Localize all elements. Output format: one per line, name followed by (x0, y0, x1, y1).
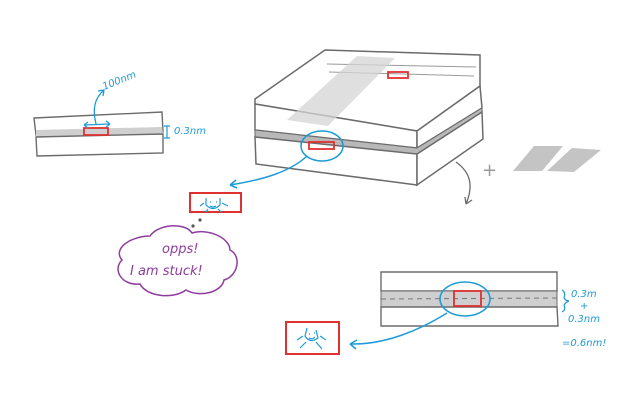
molecule-figure-icon (199, 198, 229, 213)
trapped-molecule-closeup-bottom (285, 321, 340, 355)
speech-line-2: I am stuck! (130, 264, 203, 279)
width-arrow (83, 120, 111, 129)
small-slab-side-view: 100nm 0.3nm (33, 69, 206, 157)
gap-a-label: 0.3m (571, 289, 597, 300)
arrow-down-right (455, 161, 473, 205)
gap-marker (164, 125, 170, 139)
zoom-circle-bottom (439, 281, 491, 317)
zoom-circle-large-block (300, 130, 344, 162)
gap-b-label: 0.3nm (568, 314, 600, 325)
small-trapped-molecule (83, 127, 109, 136)
total-label: =0.6nm! (562, 338, 606, 349)
bottom-trapped-molecule (453, 290, 482, 307)
speech-line-1: opps! (162, 242, 198, 257)
grey-plus: + (482, 160, 497, 181)
molecule-figure-icon-bottom (296, 327, 327, 350)
large-block-3d (254, 49, 484, 187)
bottom-slab-side-view: 0.3m + 0.3nm =0.6nm! (380, 271, 606, 349)
trapped-molecule-closeup-top (189, 192, 242, 213)
peeled-sheet-1 (513, 146, 563, 171)
gap-brace (561, 289, 570, 313)
front-trapped-molecule (308, 141, 335, 150)
peeled-sheets-group: + (455, 146, 601, 205)
width-pointer-arrow (93, 89, 105, 125)
plus-label: + (580, 301, 588, 312)
width-label: 100nm (101, 69, 138, 92)
zoom-arrow-bottom (349, 312, 448, 350)
thought-bubble: opps! I am stuck! (117, 218, 238, 297)
gap-label: 0.3nm (174, 126, 206, 137)
top-trapped-molecule (387, 71, 409, 79)
zoom-arrow-left (229, 155, 308, 189)
peeled-sheet-2 (547, 148, 601, 172)
